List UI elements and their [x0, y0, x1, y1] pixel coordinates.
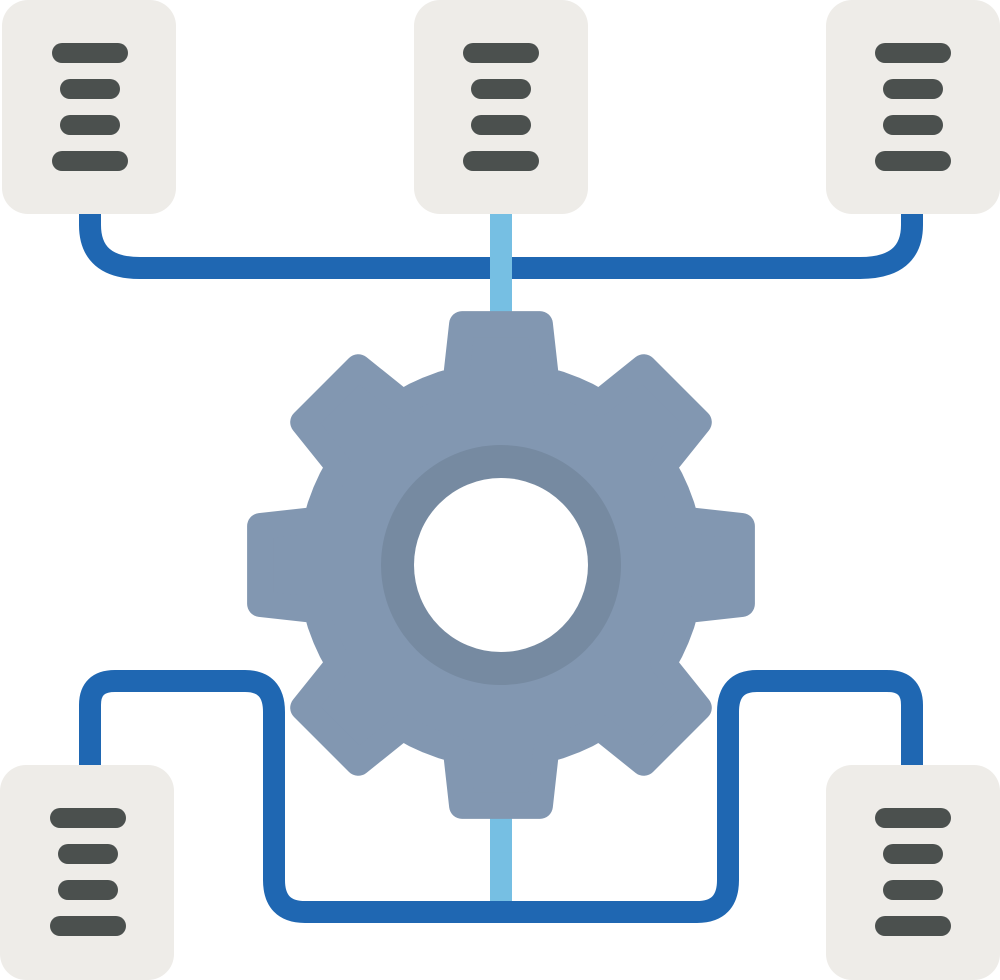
card-body [0, 765, 174, 980]
card-body [826, 765, 1000, 980]
bottom-right-connector [497, 670, 923, 923]
list-lines-icon [875, 808, 951, 936]
card-body [826, 0, 1000, 214]
bottom-left-connector [79, 670, 505, 923]
list-lines-icon [52, 43, 128, 171]
card-body [2, 0, 176, 214]
list-lines-icon [875, 43, 951, 171]
list-lines-icon [463, 43, 539, 171]
document-card-top-left [2, 0, 176, 214]
card-body [414, 0, 588, 214]
gear-icon [247, 311, 755, 819]
list-lines-icon [50, 808, 126, 936]
document-card-bottom-right [826, 765, 1000, 980]
document-card-top-center [414, 0, 588, 214]
document-card-bottom-left [0, 765, 174, 980]
document-card-top-right [826, 0, 1000, 214]
gear-hole [414, 478, 588, 652]
